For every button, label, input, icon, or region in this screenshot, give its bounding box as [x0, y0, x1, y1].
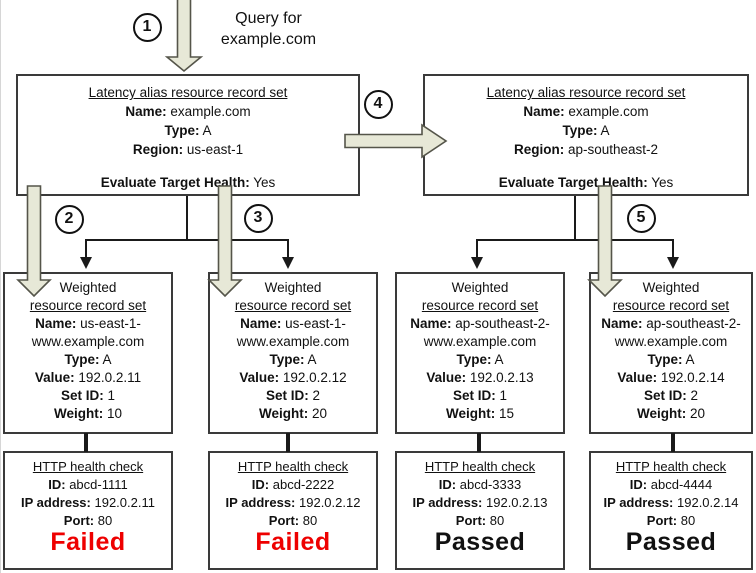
step-number: 5 [636, 208, 646, 226]
record-field: Port: 80 [63, 513, 113, 528]
weighted-title-line1: Weighted [451, 280, 509, 295]
latency-title: Latency alias resource record set [486, 85, 686, 100]
record-field: Weight: 10 [53, 406, 123, 421]
record-field: www.example.com [31, 334, 145, 349]
record-field: Name: example.com [125, 104, 251, 119]
step-4-badge: 4 [363, 89, 393, 119]
weighted-title-line1: Weighted [642, 280, 700, 295]
record-field: ID: abcd-2222 [251, 477, 335, 492]
step-number: 3 [253, 208, 263, 226]
health-check-title: HTTP health check [32, 459, 144, 474]
record-field: Set ID: 2 [643, 388, 699, 403]
health-check-2: HTTP health check ID: abcd-2222 IP addre… [208, 451, 378, 570]
record-field: Region: ap-southeast-2 [513, 142, 659, 157]
weighted-record-set-2: Weighted resource record set Name: us-ea… [208, 272, 378, 434]
record-field: Port: 80 [455, 513, 505, 528]
record-field: Type: A [269, 352, 317, 367]
arrowhead [471, 257, 483, 269]
record-field: Value: 192.0.2.12 [239, 370, 347, 385]
query-label-line1: Query for [235, 10, 302, 27]
record-field: www.example.com [614, 334, 728, 349]
health-status: Failed [50, 528, 126, 556]
arrowhead [80, 257, 92, 269]
record-field: Name: ap-southeast-2- [410, 316, 550, 331]
health-status: Passed [434, 528, 526, 556]
step-1-badge: 1 [132, 12, 162, 42]
step-number: 1 [142, 17, 152, 35]
query-label-line2: example.com [220, 31, 317, 48]
latency-record-set-ap-southeast-2: Latency alias resource record set Name: … [423, 74, 749, 196]
weighted-record-set-4: Weighted resource record set Name: ap-so… [589, 272, 753, 434]
record-field: Port: 80 [268, 513, 318, 528]
record-field: Value: 192.0.2.11 [34, 370, 142, 385]
record-field: IP address: 192.0.2.12 [225, 495, 361, 510]
weighted-record-set-3: Weighted resource record set Name: ap-so… [395, 272, 565, 434]
health-status: Passed [625, 528, 717, 556]
weighted-title-line2: resource record set [421, 298, 539, 313]
latency-record-set-us-east-1: Latency alias resource record set Name: … [16, 74, 360, 196]
record-field: Type: A [456, 352, 504, 367]
record-field: Name: ap-southeast-2- [601, 316, 741, 331]
record-field: ID: abcd-3333 [438, 477, 522, 492]
black-connectors [85, 196, 674, 259]
step-number: 2 [64, 209, 74, 227]
step-3-badge: 3 [243, 203, 273, 233]
record-field: Name: us-east-1- [240, 316, 346, 331]
record-field: Type: A [64, 352, 112, 367]
arrowhead [667, 257, 679, 269]
black-arrowheads [80, 257, 679, 269]
health-check-title: HTTP health check [237, 459, 349, 474]
record-field: Set ID: 1 [60, 388, 116, 403]
evaluate-target-health: Evaluate Target Health: Yes [498, 175, 674, 190]
latency-title: Latency alias resource record set [88, 85, 288, 100]
step-2-badge: 2 [54, 204, 84, 234]
record-field: ID: abcd-4444 [629, 477, 713, 492]
weighted-record-set-1: Weighted resource record set Name: us-ea… [3, 272, 173, 434]
record-field: www.example.com [236, 334, 350, 349]
record-field: Weight: 20 [258, 406, 328, 421]
weighted-title-line1: Weighted [264, 280, 322, 295]
record-field: IP address: 192.0.2.13 [412, 495, 548, 510]
connector-line [476, 239, 674, 259]
record-field: Type: A [647, 352, 695, 367]
weighted-title-line1: Weighted [59, 280, 117, 295]
record-field: Type: A [562, 123, 610, 138]
record-field: IP address: 192.0.2.14 [603, 495, 739, 510]
record-field: Weight: 15 [445, 406, 515, 421]
weighted-title-line2: resource record set [234, 298, 352, 313]
step-5-badge: 5 [626, 203, 656, 233]
record-field: Value: 192.0.2.13 [426, 370, 534, 385]
query-label: Query for example.com [201, 8, 336, 50]
record-field: Set ID: 2 [265, 388, 321, 403]
box-links [84, 433, 675, 452]
health-check-1: HTTP health check ID: abcd-1111 IP addre… [3, 451, 173, 570]
health-status: Failed [255, 528, 331, 556]
health-check-title: HTTP health check [424, 459, 536, 474]
record-field: IP address: 192.0.2.11 [21, 495, 155, 510]
record-field: Type: A [164, 123, 212, 138]
record-field: Port: 80 [646, 513, 696, 528]
record-field: Weight: 20 [636, 406, 706, 421]
step-number: 4 [373, 94, 383, 112]
evaluate-target-health: Evaluate Target Health: Yes [100, 175, 276, 190]
query-arrow [164, 0, 204, 73]
record-field: Name: us-east-1- [35, 316, 141, 331]
arrowhead [282, 257, 294, 269]
record-field: ID: abcd-1111 [48, 477, 128, 492]
health-check-3: HTTP health check ID: abcd-3333 IP addre… [395, 451, 565, 570]
connector-line [85, 239, 289, 259]
record-field: Set ID: 1 [452, 388, 508, 403]
record-field: www.example.com [423, 334, 537, 349]
health-check-4: HTTP health check ID: abcd-4444 IP addre… [589, 451, 753, 570]
weighted-title-line2: resource record set [29, 298, 147, 313]
record-field: Name: example.com [523, 104, 649, 119]
weighted-title-line2: resource record set [612, 298, 730, 313]
health-check-title: HTTP health check [615, 459, 727, 474]
record-field: Region: us-east-1 [132, 142, 244, 157]
record-field: Value: 192.0.2.14 [617, 370, 725, 385]
